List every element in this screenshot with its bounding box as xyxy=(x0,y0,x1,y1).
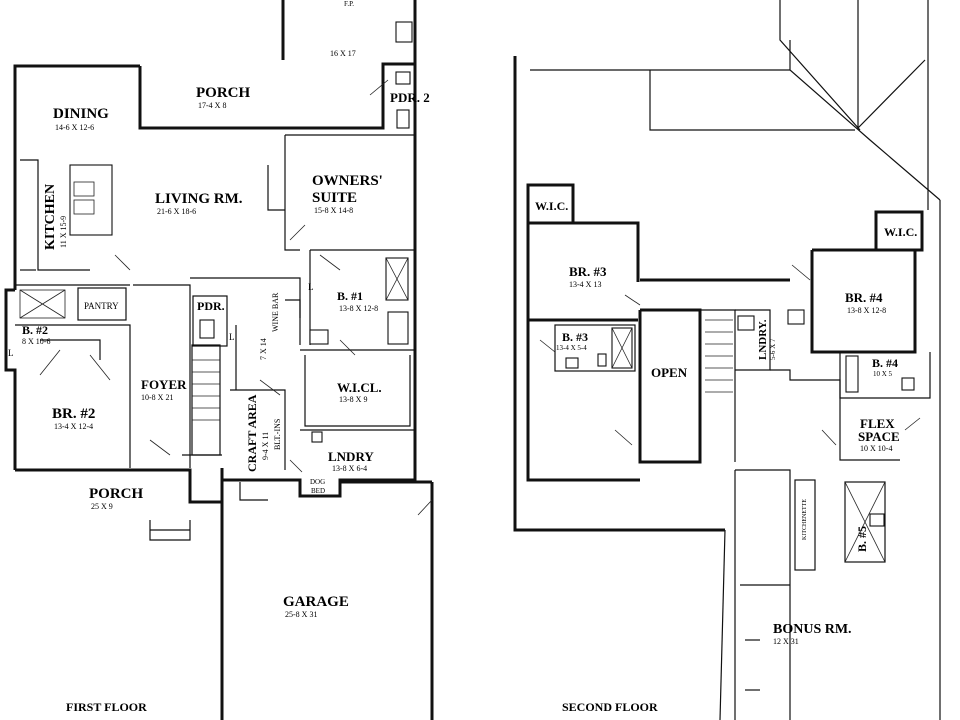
first-floor-walls xyxy=(4,0,434,720)
room-dims-craft: 9-4 X 11 xyxy=(261,432,270,460)
room-name-bath4: B. #4 xyxy=(872,356,898,370)
room-name-craft: CRAFT AREA xyxy=(245,394,259,472)
room-dims-bath1: 13-8 X 12-8 xyxy=(339,304,378,313)
room-name-wic-left: W.I.C. xyxy=(535,199,568,213)
second-floor-doors xyxy=(539,264,921,446)
room-name-open: OPEN xyxy=(651,365,688,380)
room-dims-porch-front: 25 X 9 xyxy=(91,502,113,511)
room-name-wine-bar: WINE BAR xyxy=(271,292,280,332)
second-floor-labels: W.I.C. BR. #3 13-4 X 13 B. #3 13-4 X 5-4… xyxy=(535,199,917,714)
room-dims-laundry: 13-8 X 6-4 xyxy=(332,464,367,473)
room-name-flex-space: SPACE xyxy=(858,429,900,444)
room-name-dining: DINING xyxy=(53,106,109,122)
room-name-laundry: LNDRY xyxy=(328,449,374,464)
room-name-owners-suite: SUITE xyxy=(312,190,357,206)
built-ins-label: BLT.-INS xyxy=(273,419,282,450)
first-floor-labels: DINING 14-6 X 12-6 PORCH 17-4 X 8 F.P. 1… xyxy=(8,0,430,714)
room-name-owners: OWNERS' xyxy=(312,173,383,189)
room-name-br2: BR. #2 xyxy=(52,406,95,422)
fireplace-label: F.P. xyxy=(344,0,354,8)
room-dims-kitchen: 11 X 15-9 xyxy=(59,216,68,248)
room-dims-flex: 10 X 10-4 xyxy=(860,444,892,453)
room-dims-laundry-2: 5-6 X 7 xyxy=(769,338,777,360)
second-floor-interior xyxy=(526,183,931,691)
room-dims-garage: 25-8 X 31 xyxy=(285,610,317,619)
room-name-bath3: B. #3 xyxy=(562,330,588,344)
dog-bed-label: DOG xyxy=(310,478,325,486)
room-name-bath1: B. #1 xyxy=(337,289,363,303)
room-name-wic-right: W.I.C. xyxy=(884,225,917,239)
dog-bed-label-2: BED xyxy=(311,487,325,495)
room-name-living: LIVING RM. xyxy=(155,191,243,207)
room-name-bath2: B. #2 xyxy=(22,323,48,337)
lav-label-2: L xyxy=(229,332,235,342)
room-name-br4: BR. #4 xyxy=(845,290,883,305)
kitchenette-label: KITCHENETTE xyxy=(802,499,808,540)
room-dims-dining: 14-6 X 12-6 xyxy=(55,123,94,132)
room-dims-foyer: 10-8 X 21 xyxy=(141,393,173,402)
room-dims-br3: 13-4 X 13 xyxy=(569,280,601,289)
room-name-bonus: BONUS RM. xyxy=(773,622,852,637)
room-dims-top: 16 X 17 xyxy=(330,49,356,58)
room-dims-wine-bar: 7 X 14 xyxy=(259,338,268,360)
first-floor-interior xyxy=(15,21,415,541)
room-dims-br4: 13-8 X 12-8 xyxy=(847,306,886,315)
lav-label-3: L xyxy=(308,282,314,292)
room-name-pantry: PANTRY xyxy=(84,301,119,311)
room-name-laundry-2: LNDRY. xyxy=(757,319,769,360)
room-dims-bath4: 10 X 5 xyxy=(873,370,893,378)
room-name-kitchen: KITCHEN xyxy=(43,184,58,250)
room-dims-bonus: 12 X 31 xyxy=(773,637,799,646)
room-name-wicl: W.I.CL. xyxy=(337,380,382,395)
room-name-flex: FLEX xyxy=(860,416,895,431)
room-name-br3: BR. #3 xyxy=(569,264,607,279)
second-floor-label: SECOND FLOOR xyxy=(562,700,658,714)
room-dims-living: 21-6 X 18-6 xyxy=(157,207,196,216)
room-dims-porch-rear: 17-4 X 8 xyxy=(198,101,226,110)
room-name-porch-front: PORCH xyxy=(89,486,143,502)
room-dims-br2: 13-4 X 12-4 xyxy=(54,422,93,431)
room-dims-bath2: 8 X 10-6 xyxy=(22,337,50,346)
room-name-bath5: B. #5 xyxy=(855,526,869,552)
room-name-pdr: PDR. xyxy=(197,299,225,313)
room-dims-bath3: 13-4 X 5-4 xyxy=(556,344,587,352)
room-dims-wicl: 13-8 X 9 xyxy=(339,395,367,404)
first-floor-label: FIRST FLOOR xyxy=(66,700,147,714)
room-dims-owners: 15-8 X 14-8 xyxy=(314,206,353,215)
room-name-porch-rear: PORCH xyxy=(196,85,250,101)
room-name-foyer: FOYER xyxy=(141,377,187,392)
second-floor-walls xyxy=(513,0,941,720)
room-name-garage: GARAGE xyxy=(283,594,349,610)
lav-label-1: L xyxy=(8,348,14,358)
room-name-pdr2: PDR. 2 xyxy=(390,90,430,105)
first-floor-doors xyxy=(39,79,433,516)
